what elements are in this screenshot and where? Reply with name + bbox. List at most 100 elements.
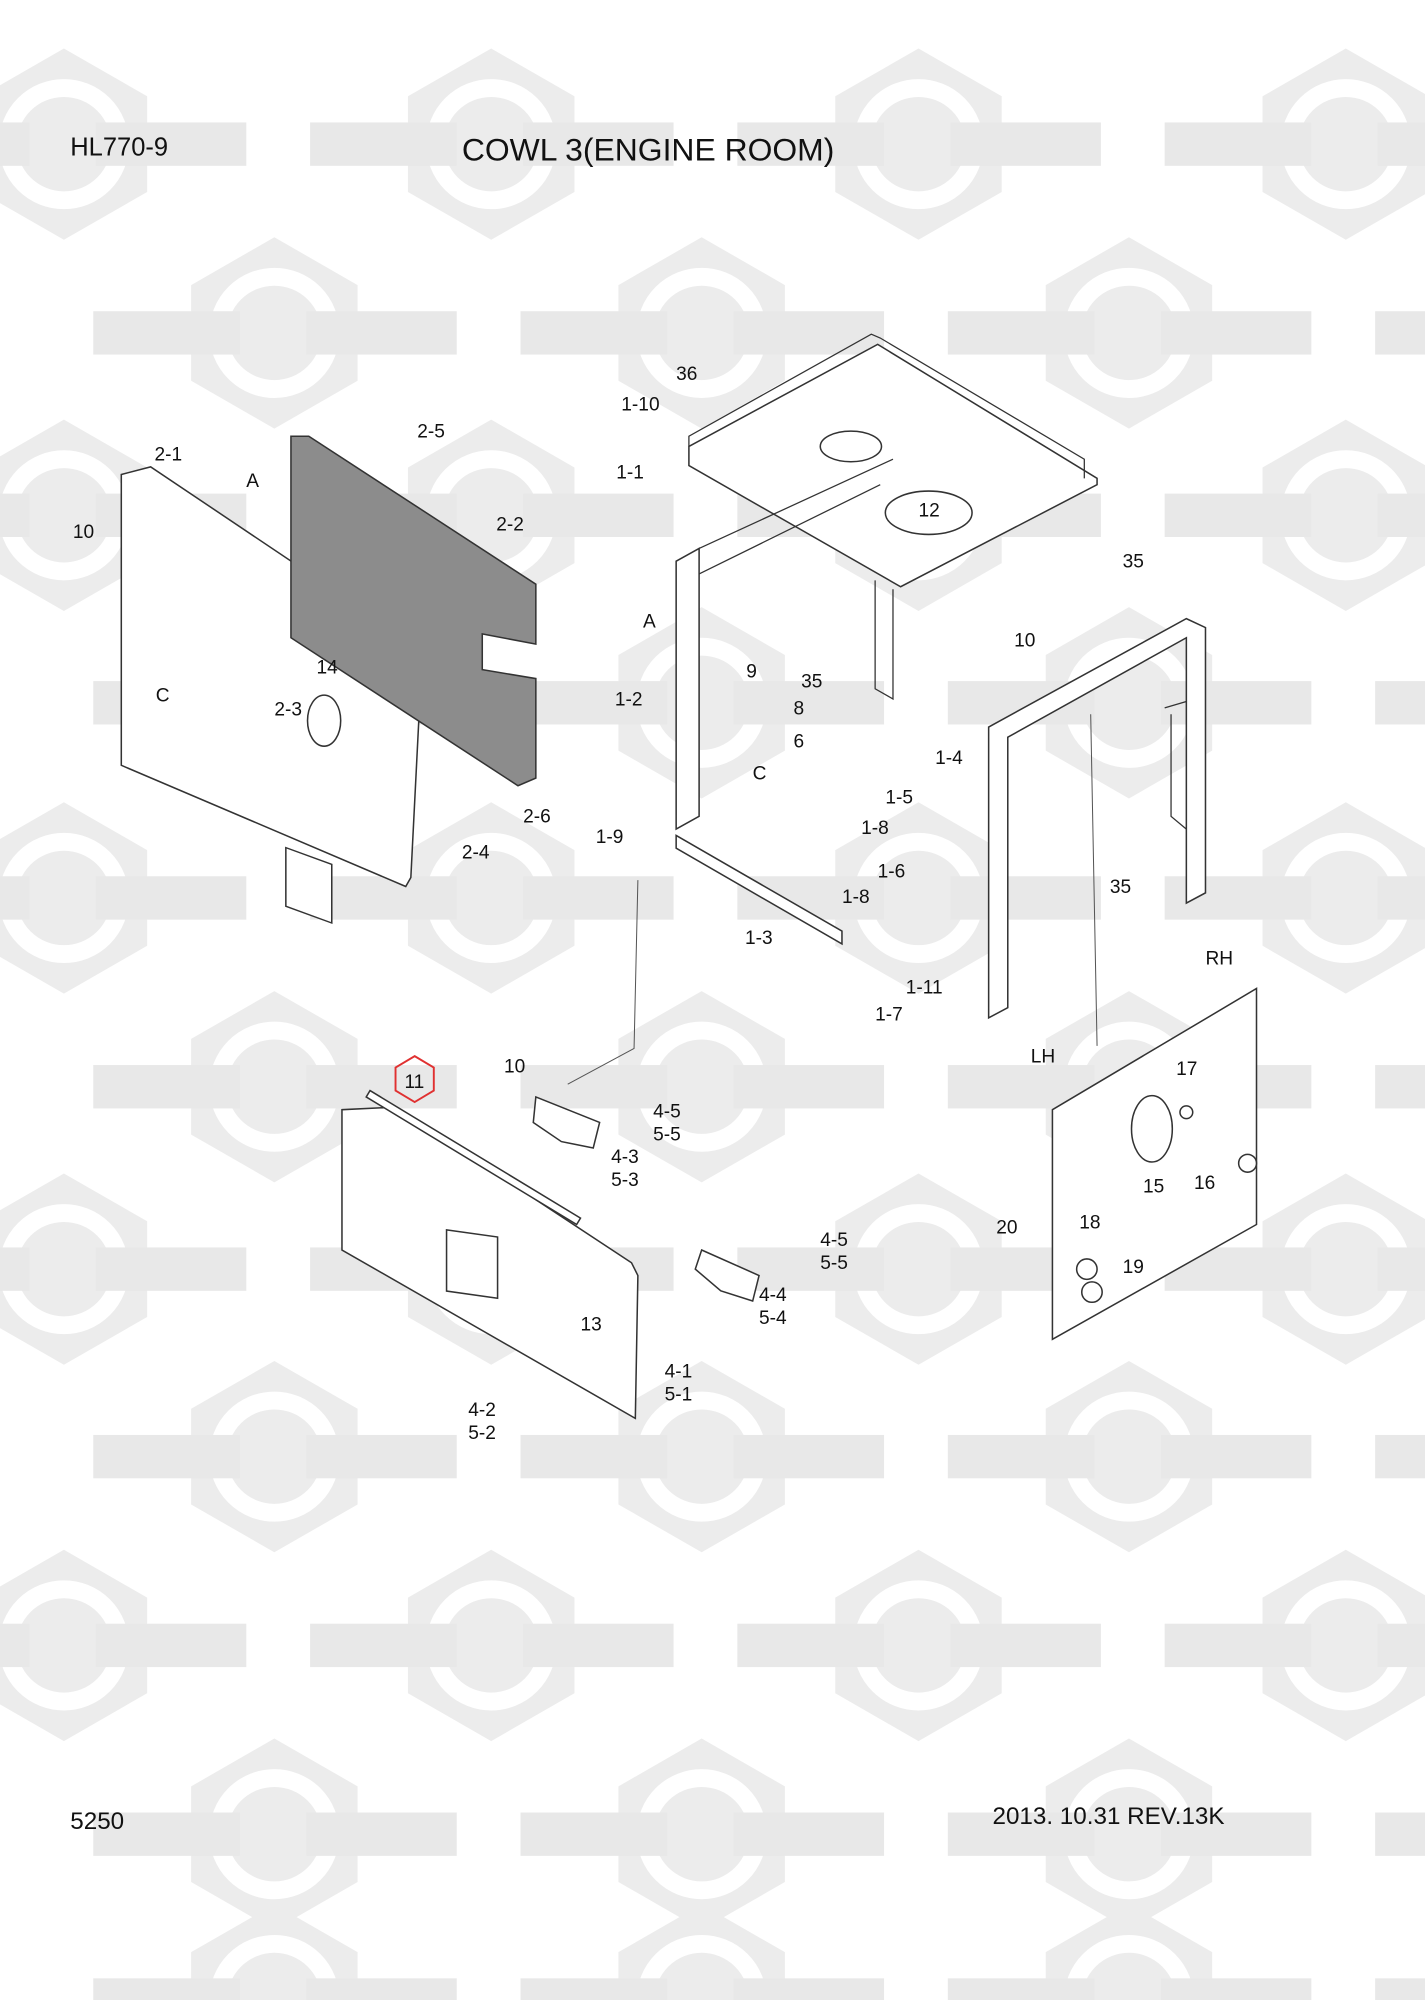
watermark-logo xyxy=(1375,1434,1425,1479)
callout[interactable]: 2-2 xyxy=(496,515,524,536)
callout[interactable]: 36 xyxy=(676,364,697,385)
callout[interactable]: 5-3 xyxy=(611,1170,639,1191)
callout[interactable]: 14 xyxy=(316,657,338,678)
callout[interactable]: 35 xyxy=(801,672,822,693)
callout[interactable]: 2-1 xyxy=(154,444,182,465)
page-title: COWL 3(ENGINE ROOM) xyxy=(462,132,834,168)
callout[interactable]: 1-5 xyxy=(885,788,913,809)
callout[interactable]: 1-1 xyxy=(616,462,644,483)
callout[interactable]: 17 xyxy=(1176,1059,1197,1080)
part-15-grommet xyxy=(1130,1094,1174,1163)
watermark-logo xyxy=(520,1738,885,1930)
callout[interactable]: 16 xyxy=(1194,1173,1215,1194)
callout[interactable]: 1-10 xyxy=(621,395,659,416)
watermark-logo xyxy=(520,991,885,1183)
watermark-logo xyxy=(520,1904,885,2000)
callout[interactable]: C xyxy=(753,763,767,784)
callout[interactable]: 5-1 xyxy=(665,1385,693,1406)
callout[interactable]: 4-1 xyxy=(665,1362,693,1383)
watermark-logo xyxy=(93,1360,457,1553)
callout[interactable]: 10 xyxy=(1014,631,1035,652)
part-12-cover xyxy=(884,490,973,536)
callout[interactable]: 4-2 xyxy=(468,1400,496,1421)
callout[interactable]: 4-5 xyxy=(653,1101,681,1122)
callout[interactable]: 18 xyxy=(1079,1212,1100,1233)
callout[interactable]: C xyxy=(156,686,170,707)
part-17-grommet xyxy=(1179,1105,1194,1120)
callout[interactable]: 15 xyxy=(1143,1177,1164,1198)
callout[interactable]: 2-5 xyxy=(417,422,445,443)
callout[interactable]: 5-5 xyxy=(653,1124,681,1145)
callout[interactable]: 1-11 xyxy=(906,978,943,999)
watermark-logo xyxy=(1164,1549,1425,1742)
watermark-logo xyxy=(737,802,1101,994)
callout[interactable]: 9 xyxy=(746,661,757,682)
part-1-1-top-plate xyxy=(688,343,1098,588)
part-14-plug xyxy=(306,694,342,747)
watermark-logo xyxy=(1375,1812,1425,1856)
part-1-2-pillar xyxy=(675,547,700,831)
callout[interactable]: 10 xyxy=(73,522,94,543)
callout[interactable]: 35 xyxy=(1110,877,1131,898)
watermark-logo xyxy=(737,48,1101,240)
callout[interactable]: 1-9 xyxy=(596,827,624,848)
watermark-logo xyxy=(310,1549,674,1742)
part-18-grommet xyxy=(1075,1258,1098,1281)
callout[interactable]: 13 xyxy=(580,1314,601,1335)
callout[interactable]: 4-3 xyxy=(611,1147,639,1168)
callout[interactable]: 12 xyxy=(918,501,939,522)
part-11-seal xyxy=(365,1089,582,1226)
watermark-logo xyxy=(737,1173,1101,1365)
callout[interactable]: 8 xyxy=(793,698,804,719)
part-1-4-frame xyxy=(987,617,1207,1020)
watermark-logo xyxy=(0,48,247,240)
callout[interactable]: 1-3 xyxy=(745,928,773,949)
callout[interactable]: 35 xyxy=(1123,552,1144,573)
callout[interactable]: 1-7 xyxy=(875,1004,903,1025)
part-4-2-latch xyxy=(445,1228,499,1300)
callout[interactable]: 10 xyxy=(504,1057,525,1078)
watermark-logo xyxy=(93,1904,457,2000)
watermark-logo xyxy=(0,1549,247,1742)
watermark-logo xyxy=(310,48,674,240)
watermark-logo xyxy=(1164,419,1425,611)
callout[interactable]: 4-4 xyxy=(759,1285,787,1306)
watermark-logo xyxy=(520,607,885,799)
part-2-2-insulation xyxy=(290,435,537,787)
watermark-logo xyxy=(737,1549,1101,1742)
part-4-4-hinge xyxy=(694,1248,760,1302)
callout[interactable]: 2-4 xyxy=(462,842,490,863)
callout[interactable]: 1-8 xyxy=(842,887,870,908)
watermark-logo xyxy=(947,1738,1312,1930)
callout[interactable]: 2-3 xyxy=(274,700,302,721)
drawing xyxy=(120,333,1258,1420)
watermark-logo xyxy=(520,1360,885,1553)
part-16-grommet xyxy=(1237,1153,1258,1173)
callout[interactable]: A xyxy=(643,612,656,633)
callout-11-highlighted[interactable]: 11 xyxy=(404,1072,424,1093)
callout[interactable]: 5-5 xyxy=(820,1253,848,1274)
callout[interactable]: 20 xyxy=(996,1217,1017,1238)
callout[interactable]: 5-4 xyxy=(759,1308,787,1329)
callout[interactable]: 1-8 xyxy=(861,818,889,839)
callout[interactable]: 2-6 xyxy=(523,807,551,828)
watermark-logo xyxy=(947,237,1312,429)
callout[interactable]: 1-2 xyxy=(615,689,643,710)
callout[interactable]: 1-6 xyxy=(878,862,906,883)
callout[interactable]: A xyxy=(246,471,259,492)
callout[interactable]: RH xyxy=(1205,948,1233,969)
watermark-logo xyxy=(93,1738,457,1930)
callout[interactable]: LH xyxy=(1031,1047,1055,1068)
watermark-logo xyxy=(520,237,885,429)
callout[interactable]: 5-2 xyxy=(468,1423,496,1444)
watermark-logo xyxy=(1164,1173,1425,1365)
callout[interactable]: 1-4 xyxy=(935,748,963,769)
highlight-hexagon xyxy=(394,1055,435,1104)
callout[interactable]: 19 xyxy=(1123,1257,1144,1278)
date-revision: 2013. 10.31 REV.13K xyxy=(992,1803,1224,1830)
watermark-logo xyxy=(0,1173,247,1365)
callout[interactable]: 6 xyxy=(793,731,804,752)
callout[interactable]: 4-5 xyxy=(820,1230,848,1251)
watermark-logo xyxy=(310,802,674,994)
